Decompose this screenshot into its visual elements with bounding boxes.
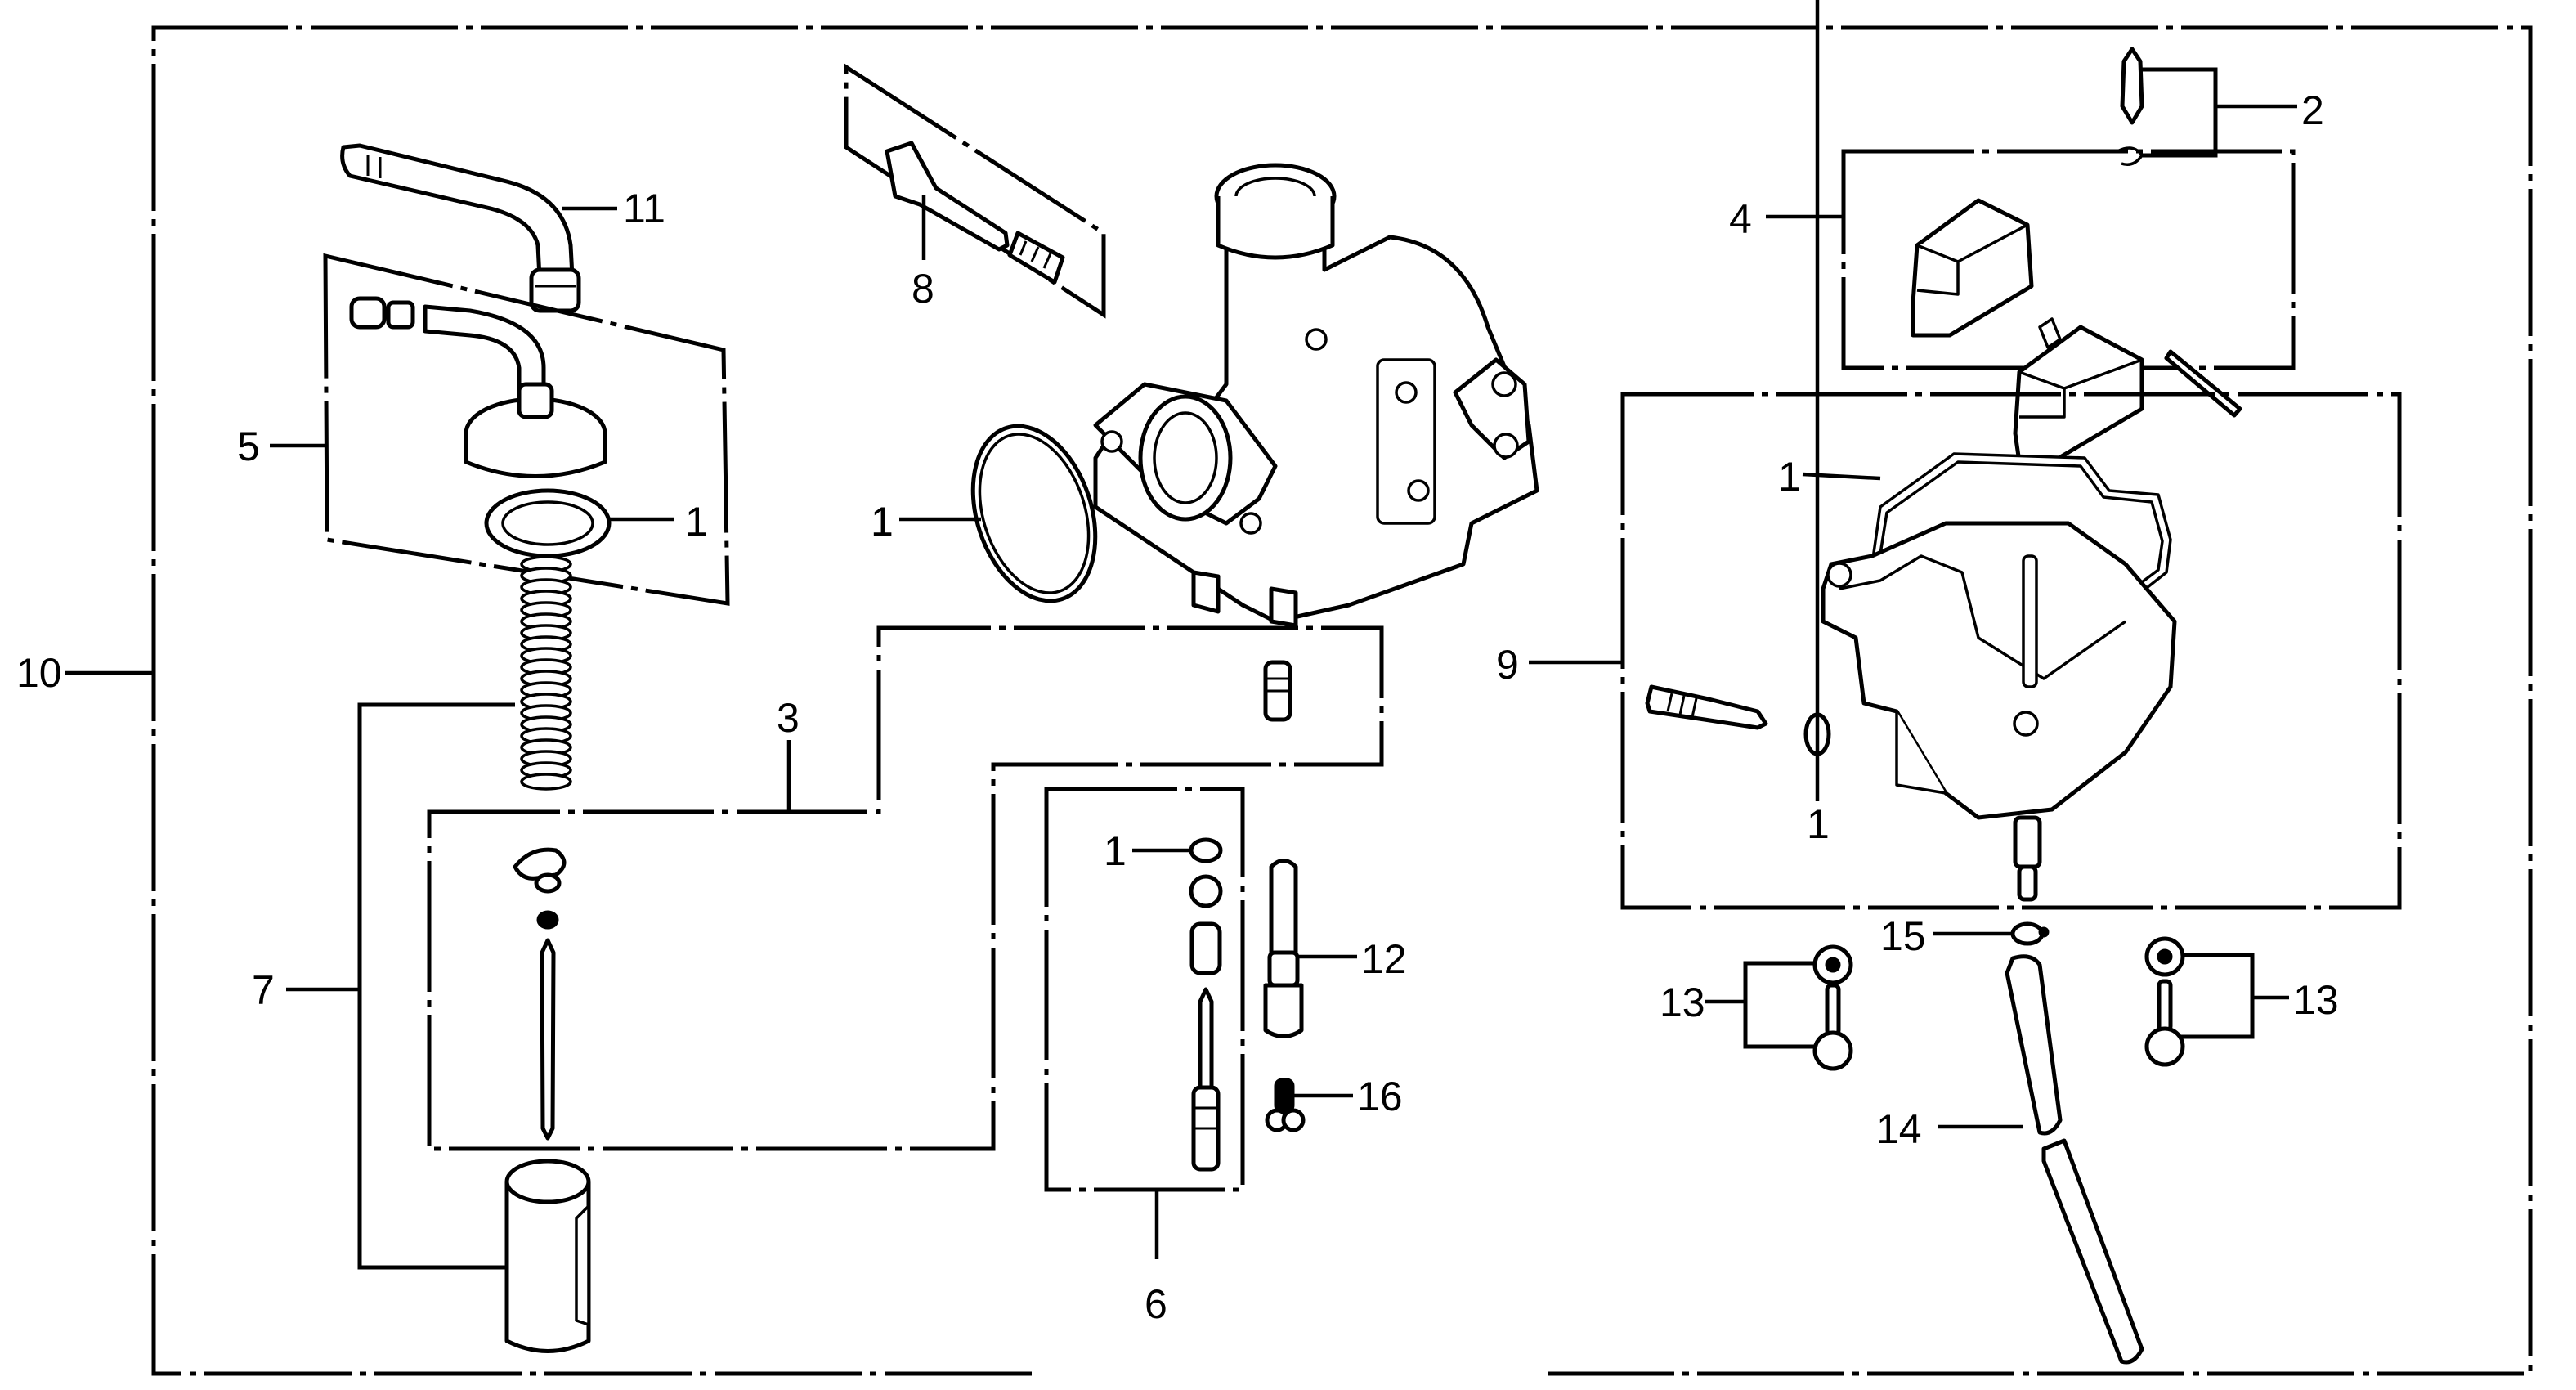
- top-cap-set-box: [323, 253, 730, 606]
- callout-6-label: 6: [1145, 1281, 1167, 1327]
- spring-coil: [520, 773, 572, 791]
- callout-4-label: 4: [1729, 196, 1752, 242]
- callout-14[interactable]: 14: [1876, 1106, 2023, 1152]
- callout-1-float-chamber-gasket[interactable]: 1: [1778, 454, 1881, 500]
- screw-washer-right-part[interactable]: [2144, 936, 2185, 1067]
- callout-5[interactable]: 5: [237, 424, 325, 469]
- callout-5-label: 5: [237, 424, 260, 469]
- callout-15-label: 15: [1880, 913, 1926, 959]
- throttle-valve-part[interactable]: [504, 1159, 591, 1353]
- fuel-pipe-part[interactable]: [340, 143, 581, 313]
- callout-13-left-label: 13: [1660, 980, 1705, 1025]
- needle-jet-part[interactable]: [1263, 660, 1292, 722]
- pilot-screw-part[interactable]: [885, 141, 1065, 285]
- screw-washer-right-bracket: [2179, 953, 2255, 1039]
- callout-9[interactable]: 9: [1496, 642, 1623, 688]
- callout-1-drain-screw-oring-label: 1: [1807, 801, 1830, 847]
- callout-7-label: 7: [252, 967, 275, 1013]
- callout-11-label: 11: [623, 186, 665, 231]
- float-valve-part[interactable]: [2117, 47, 2144, 166]
- hose-clip-part[interactable]: [2010, 921, 2050, 946]
- drain-screw-part[interactable]: [1645, 684, 1768, 730]
- callout-3-label: 3: [777, 695, 800, 741]
- callout-12-label: 12: [1361, 936, 1407, 982]
- callout-16[interactable]: 16: [1293, 1074, 1403, 1119]
- callout-13-left[interactable]: 13: [1660, 980, 1745, 1025]
- callout-1-jet-set-oring-label: 1: [1104, 828, 1127, 874]
- callout-9-label: 9: [1496, 642, 1519, 688]
- callout-16-label: 16: [1357, 1074, 1403, 1119]
- callout-1-drain-screw-oring[interactable]: 1: [1807, 0, 1830, 847]
- jet-set-box: [1044, 787, 1245, 1192]
- callout-1-jet-set-oring[interactable]: 1: [1104, 828, 1189, 874]
- throttle-valve-set-bracket: [357, 702, 515, 1270]
- callout-2-label: 2: [2301, 87, 2324, 133]
- callout-15[interactable]: 15: [1880, 913, 2011, 959]
- callout-14-label: 14: [1876, 1106, 1922, 1152]
- screw-washer-left-part[interactable]: [1812, 944, 1853, 1071]
- needle-jet-holder-part[interactable]: [1189, 874, 1223, 1172]
- top-cap-set-part[interactable]: [349, 296, 607, 478]
- slow-jet-part[interactable]: [1265, 1078, 1306, 1132]
- assembly-frame: [151, 25, 2533, 1376]
- main-jet-part[interactable]: [1263, 859, 1304, 1038]
- callout-7[interactable]: 7: [252, 967, 360, 1013]
- callout-4[interactable]: 4: [1729, 196, 1844, 242]
- float-part[interactable]: [1911, 198, 2242, 464]
- callout-13-right-label: 13: [2293, 977, 2339, 1023]
- callout-6[interactable]: 6: [1145, 1190, 1167, 1327]
- callout-11[interactable]: 11: [562, 186, 665, 231]
- callout-8[interactable]: 8: [912, 195, 934, 312]
- float-chamber-set-box: [1620, 392, 2402, 910]
- callout-1-body-oring[interactable]: 1: [871, 499, 981, 545]
- callout-8-label: 8: [912, 266, 934, 312]
- screw-washer-left-bracket: [1743, 961, 1817, 1049]
- throttle-spring-part[interactable]: [520, 555, 572, 791]
- callout-1-cap-oring[interactable]: 1: [609, 499, 708, 545]
- callout-1-float-chamber-gasket-label: 1: [1778, 454, 1801, 500]
- callout-1-body-oring-label: 1: [871, 499, 894, 545]
- pilot-screw-set-box: [844, 63, 1106, 319]
- float-valve-bracket: [2140, 67, 2218, 158]
- jet-set-oring-part[interactable]: [1189, 837, 1223, 863]
- callout-12[interactable]: 12: [1296, 936, 1407, 982]
- drain-tube-part[interactable]: [2005, 954, 2144, 1365]
- body-oring-part[interactable]: [952, 410, 1116, 617]
- carburetor-body-part[interactable]: [1093, 163, 1539, 628]
- jet-needle-part[interactable]: [513, 847, 567, 1141]
- jet-needle-set-box: [427, 626, 1384, 1151]
- cap-oring-part[interactable]: [484, 488, 612, 558]
- callout-1-cap-oring-label: 1: [685, 499, 708, 545]
- callout-3[interactable]: 3: [777, 695, 800, 812]
- callout-2[interactable]: 2: [2215, 87, 2324, 133]
- float-chamber-part[interactable]: [1821, 521, 2177, 902]
- callout-10[interactable]: 10: [16, 650, 154, 696]
- callout-13-right[interactable]: 13: [2252, 977, 2339, 1023]
- callout-10-label: 10: [16, 650, 62, 696]
